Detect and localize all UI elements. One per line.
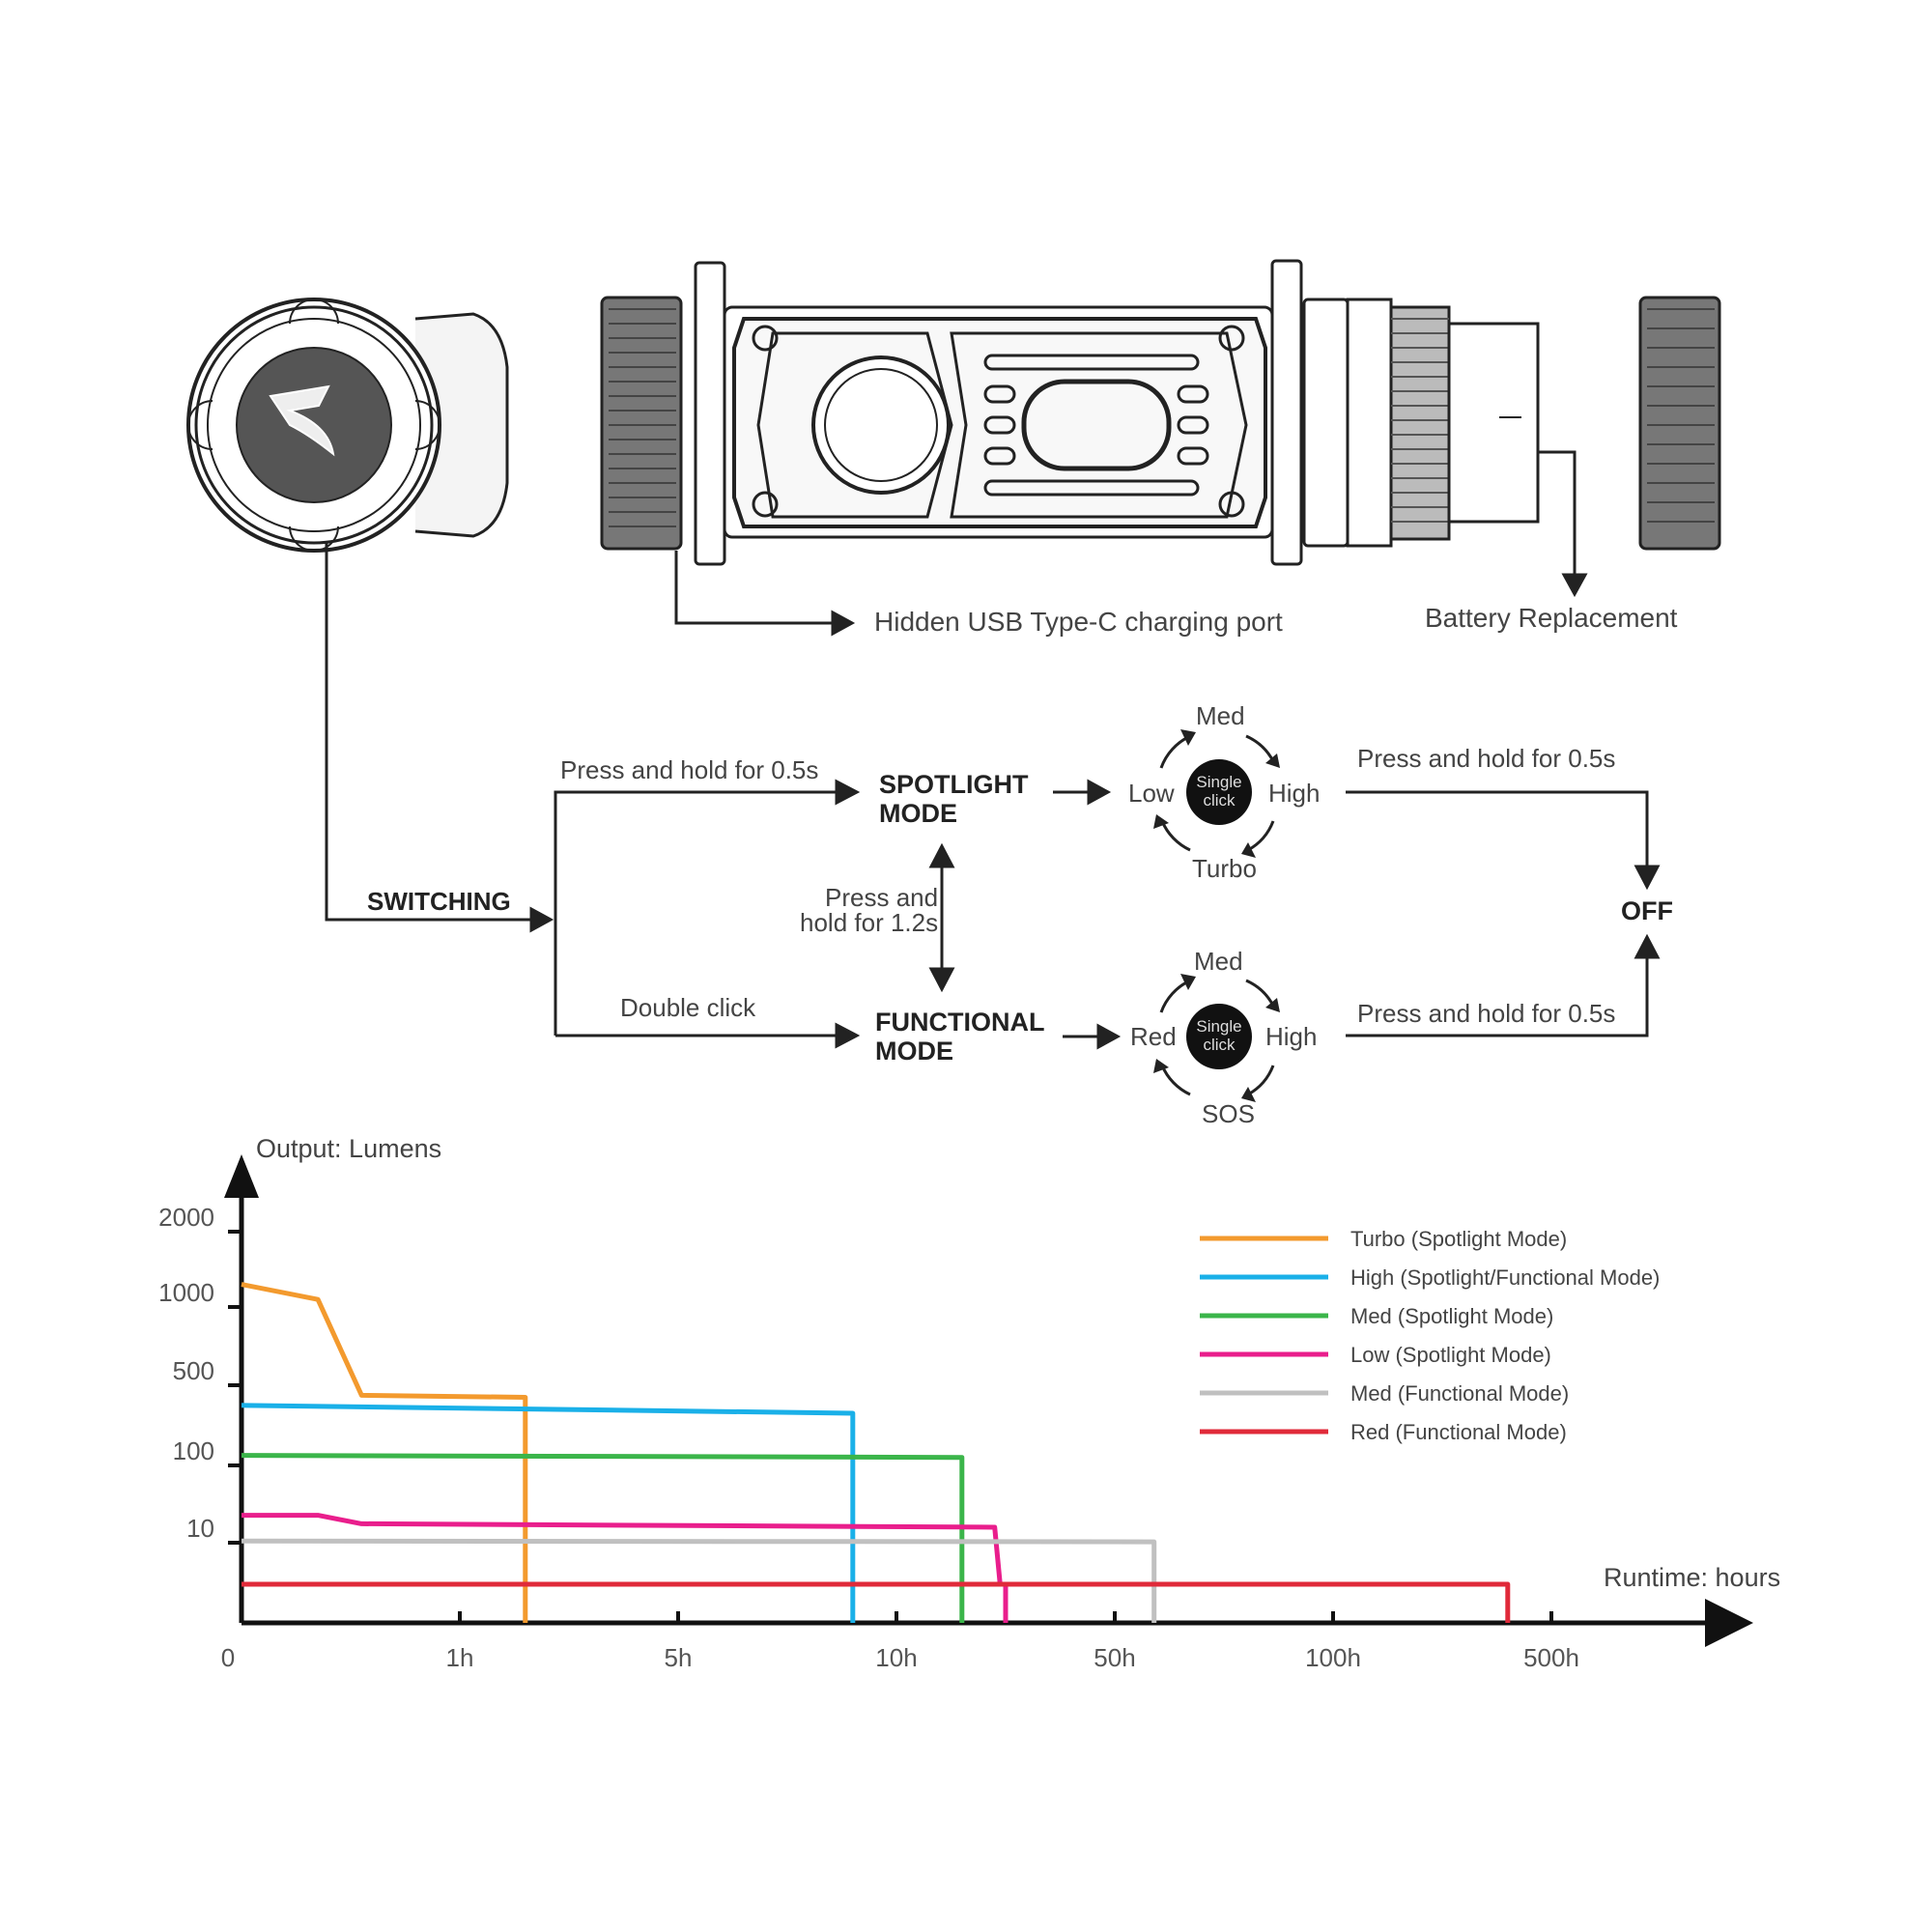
double-click-label: Double click — [620, 993, 756, 1022]
legend-label-4: Med (Functional Mode) — [1350, 1381, 1569, 1406]
series-line-3 — [242, 1513, 1009, 1623]
legend-label-2: Med (Spotlight Mode) — [1350, 1304, 1553, 1328]
spot-single-click-button — [1186, 759, 1252, 825]
battery-replacement-label: Battery Replacement — [1425, 603, 1678, 633]
legend-label-1: High (Spotlight/Functional Mode) — [1350, 1265, 1660, 1290]
press-hold-12-label: Press and hold for 1.2s — [800, 883, 939, 937]
x-tick-label: 50h — [1094, 1643, 1135, 1672]
y-axis-arrow — [224, 1154, 259, 1198]
x-tick-label: 100h — [1305, 1643, 1361, 1672]
func-med-label: Med — [1194, 947, 1243, 976]
func-single-click-text: Single click — [1196, 1017, 1242, 1054]
spotlight-mode-label: SPOTLIGHT MODE — [879, 770, 1029, 828]
x-tick-label: 5h — [665, 1643, 693, 1672]
headlamp-side-view — [186, 298, 509, 553]
spot-turbo-label: Turbo — [1192, 854, 1257, 883]
legend-label-3: Low (Spotlight Mode) — [1350, 1343, 1551, 1367]
off-label: OFF — [1621, 896, 1673, 925]
press-hold-05-label: Press and hold for 0.5s — [560, 755, 819, 784]
legend-label-0: Turbo (Spotlight Mode) — [1350, 1227, 1567, 1251]
x-tick-label: 0 — [221, 1643, 235, 1672]
usb-port-label: Hidden USB Type-C charging port — [874, 607, 1283, 637]
y-tick-label: 10 — [186, 1514, 214, 1543]
usb-callout-line — [674, 551, 840, 625]
y-tick-label: 500 — [173, 1356, 214, 1385]
headlamp-body — [600, 259, 1721, 566]
x-axis-label: Runtime: hours — [1604, 1563, 1780, 1592]
off-func-label: Press and hold for 0.5s — [1357, 999, 1616, 1028]
spot-high-label: High — [1268, 779, 1321, 808]
series-line-2 — [241, 1453, 965, 1623]
usb-callout-arrow — [831, 610, 856, 637]
func-sos-label: SOS — [1202, 1099, 1255, 1128]
y-tick-label: 2000 — [158, 1203, 214, 1232]
spot-single-click-text: Single click — [1196, 773, 1242, 810]
off-spot-label: Press and hold for 0.5s — [1357, 744, 1616, 773]
x-tick-label: 500h — [1523, 1643, 1579, 1672]
y-tick-label: 1000 — [158, 1278, 214, 1307]
battery-callout-arrow — [1561, 573, 1588, 598]
func-single-click-button — [1186, 1004, 1252, 1069]
func-high-label: High — [1265, 1022, 1318, 1051]
x-tick-label: 10h — [875, 1643, 917, 1672]
y-axis-label: Output: Lumens — [256, 1134, 441, 1163]
series-line-4 — [241, 1538, 1157, 1623]
x-tick-label: 1h — [446, 1643, 474, 1672]
series-line-1 — [241, 1403, 856, 1623]
y-tick-label: 100 — [173, 1436, 214, 1465]
spot-med-label: Med — [1196, 701, 1245, 730]
functional-mode-label: FUNCTIONAL MODE — [875, 1008, 1045, 1065]
func-red-label: Red — [1130, 1022, 1177, 1051]
spot-low-label: Low — [1128, 779, 1175, 808]
series-line-0 — [241, 1282, 528, 1623]
battery-callout-line — [1538, 450, 1577, 580]
switch-line — [325, 541, 536, 922]
series-line-5 — [242, 1581, 1511, 1623]
x-axis-arrow — [1705, 1599, 1753, 1647]
switch-arrow — [529, 906, 554, 933]
switching-label: SWITCHING — [367, 887, 511, 916]
legend-label-5: Red (Functional Mode) — [1350, 1420, 1567, 1444]
